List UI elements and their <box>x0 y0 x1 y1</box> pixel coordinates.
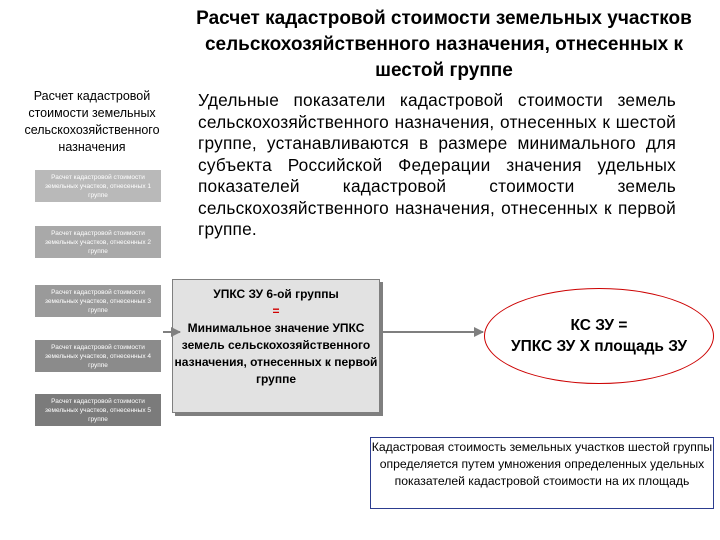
sidebar-item-group-3[interactable]: Расчет кадастровой стоимости земельных у… <box>34 284 162 318</box>
explanation-note: Кадастровая стоимость земельных участков… <box>370 437 714 509</box>
upks-definition-box: УПКС ЗУ 6-ой группы = Минимальное значен… <box>172 279 380 413</box>
sidebar-item-group-2[interactable]: Расчет кадастровой стоимости земельных у… <box>34 225 162 259</box>
sidebar-item-group-4[interactable]: Расчет кадастровой стоимости земельных у… <box>34 339 162 373</box>
formula-line-2: УПКС ЗУ Х площадь ЗУ <box>510 338 688 355</box>
sidebar-item-group-5[interactable]: Расчет кадастровой стоимости земельных у… <box>34 393 162 427</box>
formula-line-1: КС ЗУ = <box>570 317 628 334</box>
formula-ellipse: КС ЗУ = УПКС ЗУ Х площадь ЗУ <box>484 288 714 384</box>
sidebar-heading: Расчет кадастровой стоимости земельных с… <box>24 89 160 154</box>
upks-box-definition: Минимальное значение УПКС земель сельско… <box>174 321 378 386</box>
description-paragraph: Удельные показатели кадастровой стоимост… <box>198 90 676 239</box>
equals-sign: = <box>272 304 280 318</box>
page-title: Расчет кадастровой стоимости земельных у… <box>196 8 692 81</box>
sidebar-item-group-1[interactable]: Расчет кадастровой стоимости земельных у… <box>34 169 162 203</box>
upks-box-heading: УПКС ЗУ 6-ой группы <box>213 287 339 301</box>
